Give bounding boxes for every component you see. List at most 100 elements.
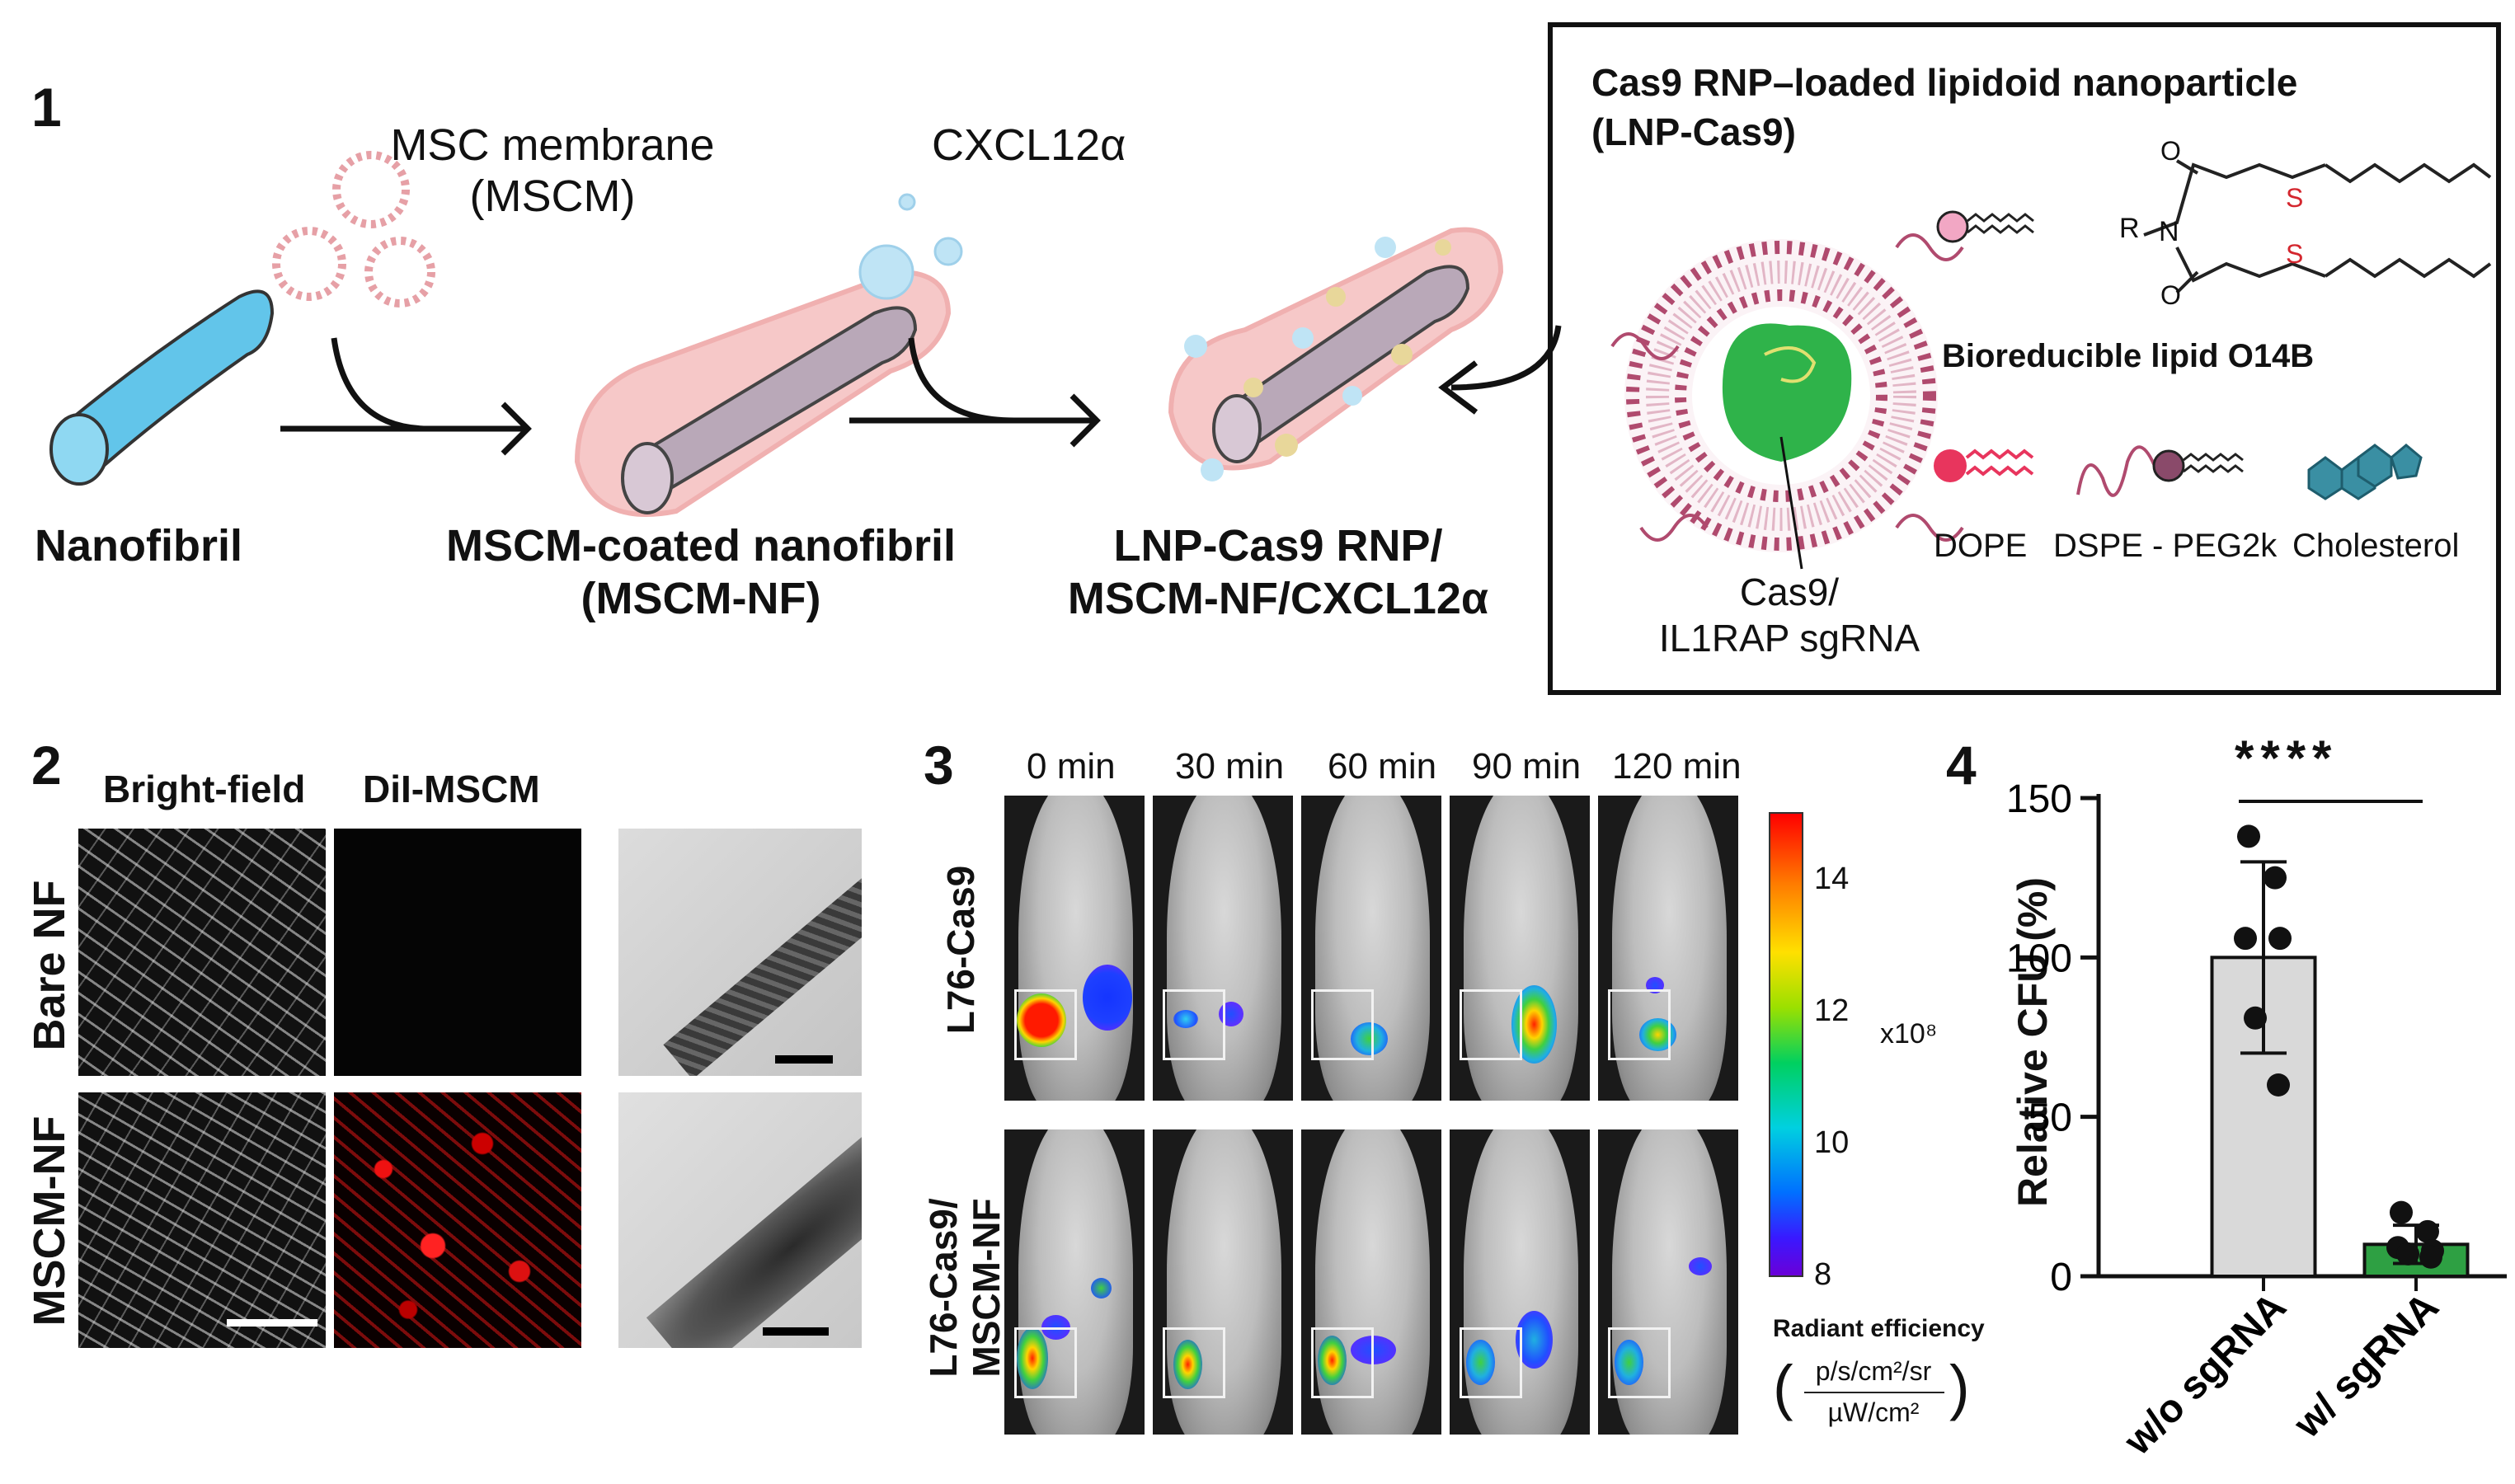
data-point <box>2264 866 2287 890</box>
component-label-dspe-peg2k: DSPE - PEG2k <box>2053 528 2278 564</box>
ivis-row2-30min <box>1153 1129 1293 1435</box>
step-label-mscm-nf: MSCM-coated nanofibril (MSCM-NF) <box>412 519 990 625</box>
lnp-construct-illustration <box>1168 227 1504 481</box>
tem-bare-nf-image <box>618 829 862 1076</box>
step-2-line-1: MSCM-coated nanofibril <box>446 521 956 571</box>
ivis-row1-30min <box>1153 796 1293 1101</box>
o14b-structure <box>2143 159 2492 294</box>
membrane-label-line-2: (MSCM) <box>469 171 636 221</box>
data-point <box>2390 1200 2413 1224</box>
ivis-row2-60min <box>1301 1129 1441 1435</box>
membrane-label: MSC membrane (MSCM) <box>363 120 742 222</box>
o14b-o-label-1: O <box>2160 136 2181 166</box>
lnp-box-title-line-2: (LNP-Cas9) <box>1591 110 1796 153</box>
col-label-dii-mscm: DiI-MSCM <box>363 768 540 810</box>
box-arrow <box>1438 325 1562 415</box>
o14b-n-label: N <box>2159 216 2179 247</box>
brightfield-bare-nf-image <box>78 829 326 1076</box>
colorbar-title: Radiant efficiency <box>1773 1315 1985 1342</box>
ivis-row2-0min <box>1004 1129 1145 1435</box>
nanofibril-illustration <box>49 289 275 486</box>
membrane-label-line-1: MSC membrane <box>390 120 715 170</box>
y-tick-label: 50 <box>2028 1097 2072 1140</box>
y-tick-label: 100 <box>2006 937 2072 980</box>
component-label-cholesterol: Cholesterol <box>2292 528 2460 564</box>
step-label-nanofibril: Nanofibril <box>35 519 242 572</box>
ivis-row1-90min <box>1450 796 1590 1101</box>
cxcl12-droplets <box>858 193 963 300</box>
panel-4-number: 4 <box>1946 735 1977 796</box>
ivis-row1-120min <box>1598 796 1738 1101</box>
ivis-colorbar <box>1769 812 1803 1277</box>
o14b-s-label-2: S <box>2286 239 2304 269</box>
cargo-label-line-2: IL1RAP sgRNA <box>1658 617 1920 660</box>
step-2-line-2: (MSCM-NF) <box>581 574 821 623</box>
brightfield-mscm-nf-image <box>78 1092 326 1348</box>
timepoint-60: 60 min <box>1328 746 1437 787</box>
colorbar-unit-denominator: µW/cm² <box>1827 1397 1920 1427</box>
panel-2-number: 2 <box>31 735 62 796</box>
chemokine-label: CXCL12α <box>932 120 1126 170</box>
lnp-particle <box>1610 233 1964 570</box>
data-point <box>2267 1073 2290 1097</box>
tem-scale-bar-2 <box>763 1327 829 1336</box>
x-tick-label: w/o sgRNA <box>2115 1284 2294 1463</box>
ivis-row2-90min <box>1450 1129 1590 1435</box>
panel-3-number: 3 <box>924 735 954 796</box>
dii-mscm-nf-image <box>334 1092 581 1348</box>
timepoint-90: 90 min <box>1472 746 1582 787</box>
data-point <box>2234 927 2257 951</box>
colorbar-unit-fraction-bar <box>1804 1392 1944 1393</box>
colorbar-unit: ( p/s/cm²/sr µW/cm² ) <box>1773 1352 1979 1435</box>
colorbar-tick-14: 14 <box>1814 862 1850 896</box>
col-label-bright-field: Bright-field <box>103 768 306 810</box>
o14b-s-label-1: S <box>2286 183 2304 213</box>
membrane-vesicles <box>272 151 435 308</box>
arrow-2 <box>849 337 1101 448</box>
data-point <box>2268 927 2292 951</box>
colorbar-unit-lparen: ( <box>1773 1353 1793 1421</box>
lnp-box-title: Cas9 RNP–loaded lipidoid nanoparticle (L… <box>1591 58 2297 157</box>
data-point <box>2237 824 2260 848</box>
data-point <box>2396 1242 2419 1266</box>
colorbar-tick-8: 8 <box>1814 1257 1832 1292</box>
amphiphile-icon <box>1936 210 2034 243</box>
tem-mscm-nf-image <box>618 1092 862 1348</box>
timepoint-30: 30 min <box>1175 746 1285 787</box>
significance-label: **** <box>2235 730 2339 786</box>
y-tick-label: 0 <box>2050 1256 2072 1299</box>
colorbar-unit-numerator: p/s/cm²/sr <box>1815 1356 1932 1386</box>
step-1-line-1: Nanofibril <box>35 521 242 571</box>
arrow-1 <box>280 337 532 456</box>
brightfield-scale-bar <box>227 1319 317 1327</box>
cholesterol-icon <box>2307 444 2423 500</box>
timepoint-0: 0 min <box>1027 746 1116 787</box>
colorbar-tick-12: 12 <box>1814 993 1850 1028</box>
o14b-o-label-2: O <box>2160 280 2181 310</box>
dspe-peg2k-icon <box>2076 445 2244 497</box>
cargo-label: Cas9/ IL1RAP sgRNA <box>1616 569 1963 661</box>
step-label-construct: LNP-Cas9 RNP/ MSCM-NF/CXCL12α <box>1031 519 1525 625</box>
colorbar-tick-10: 10 <box>1814 1125 1850 1160</box>
colorbar-unit-rparen: ) <box>1949 1353 1970 1421</box>
timepoint-120: 120 min <box>1612 746 1742 787</box>
lnp-box-border <box>1548 22 2501 695</box>
data-point <box>2244 1006 2267 1030</box>
data-point <box>2419 1245 2442 1269</box>
x-tick-label: w/ sgRNA <box>2285 1284 2447 1447</box>
ivis-row2-120min <box>1598 1129 1738 1435</box>
cargo-label-line-1: Cas9/ <box>1739 571 1840 613</box>
tem-scale-bar-1 <box>775 1055 833 1064</box>
lnp-box-title-line-1: Cas9 RNP–loaded lipidoid nanoparticle <box>1591 61 2298 104</box>
step-3-line-2: MSCM-NF/CXCL12α <box>1067 574 1489 623</box>
ivis-row1-60min <box>1301 796 1441 1101</box>
step-3-line-1: LNP-Cas9 RNP/ <box>1113 521 1443 571</box>
o14b-r-label: R <box>2119 213 2140 244</box>
data-point <box>2416 1219 2439 1243</box>
component-label-dope: DOPE <box>1934 528 2028 564</box>
y-tick-label: 150 <box>2006 777 2072 821</box>
colorbar-multiplier: x10⁸ <box>1880 1018 1938 1050</box>
dii-bare-nf-image <box>334 829 581 1076</box>
lipid-label: Bioreducible lipid O14B <box>1942 338 2315 374</box>
